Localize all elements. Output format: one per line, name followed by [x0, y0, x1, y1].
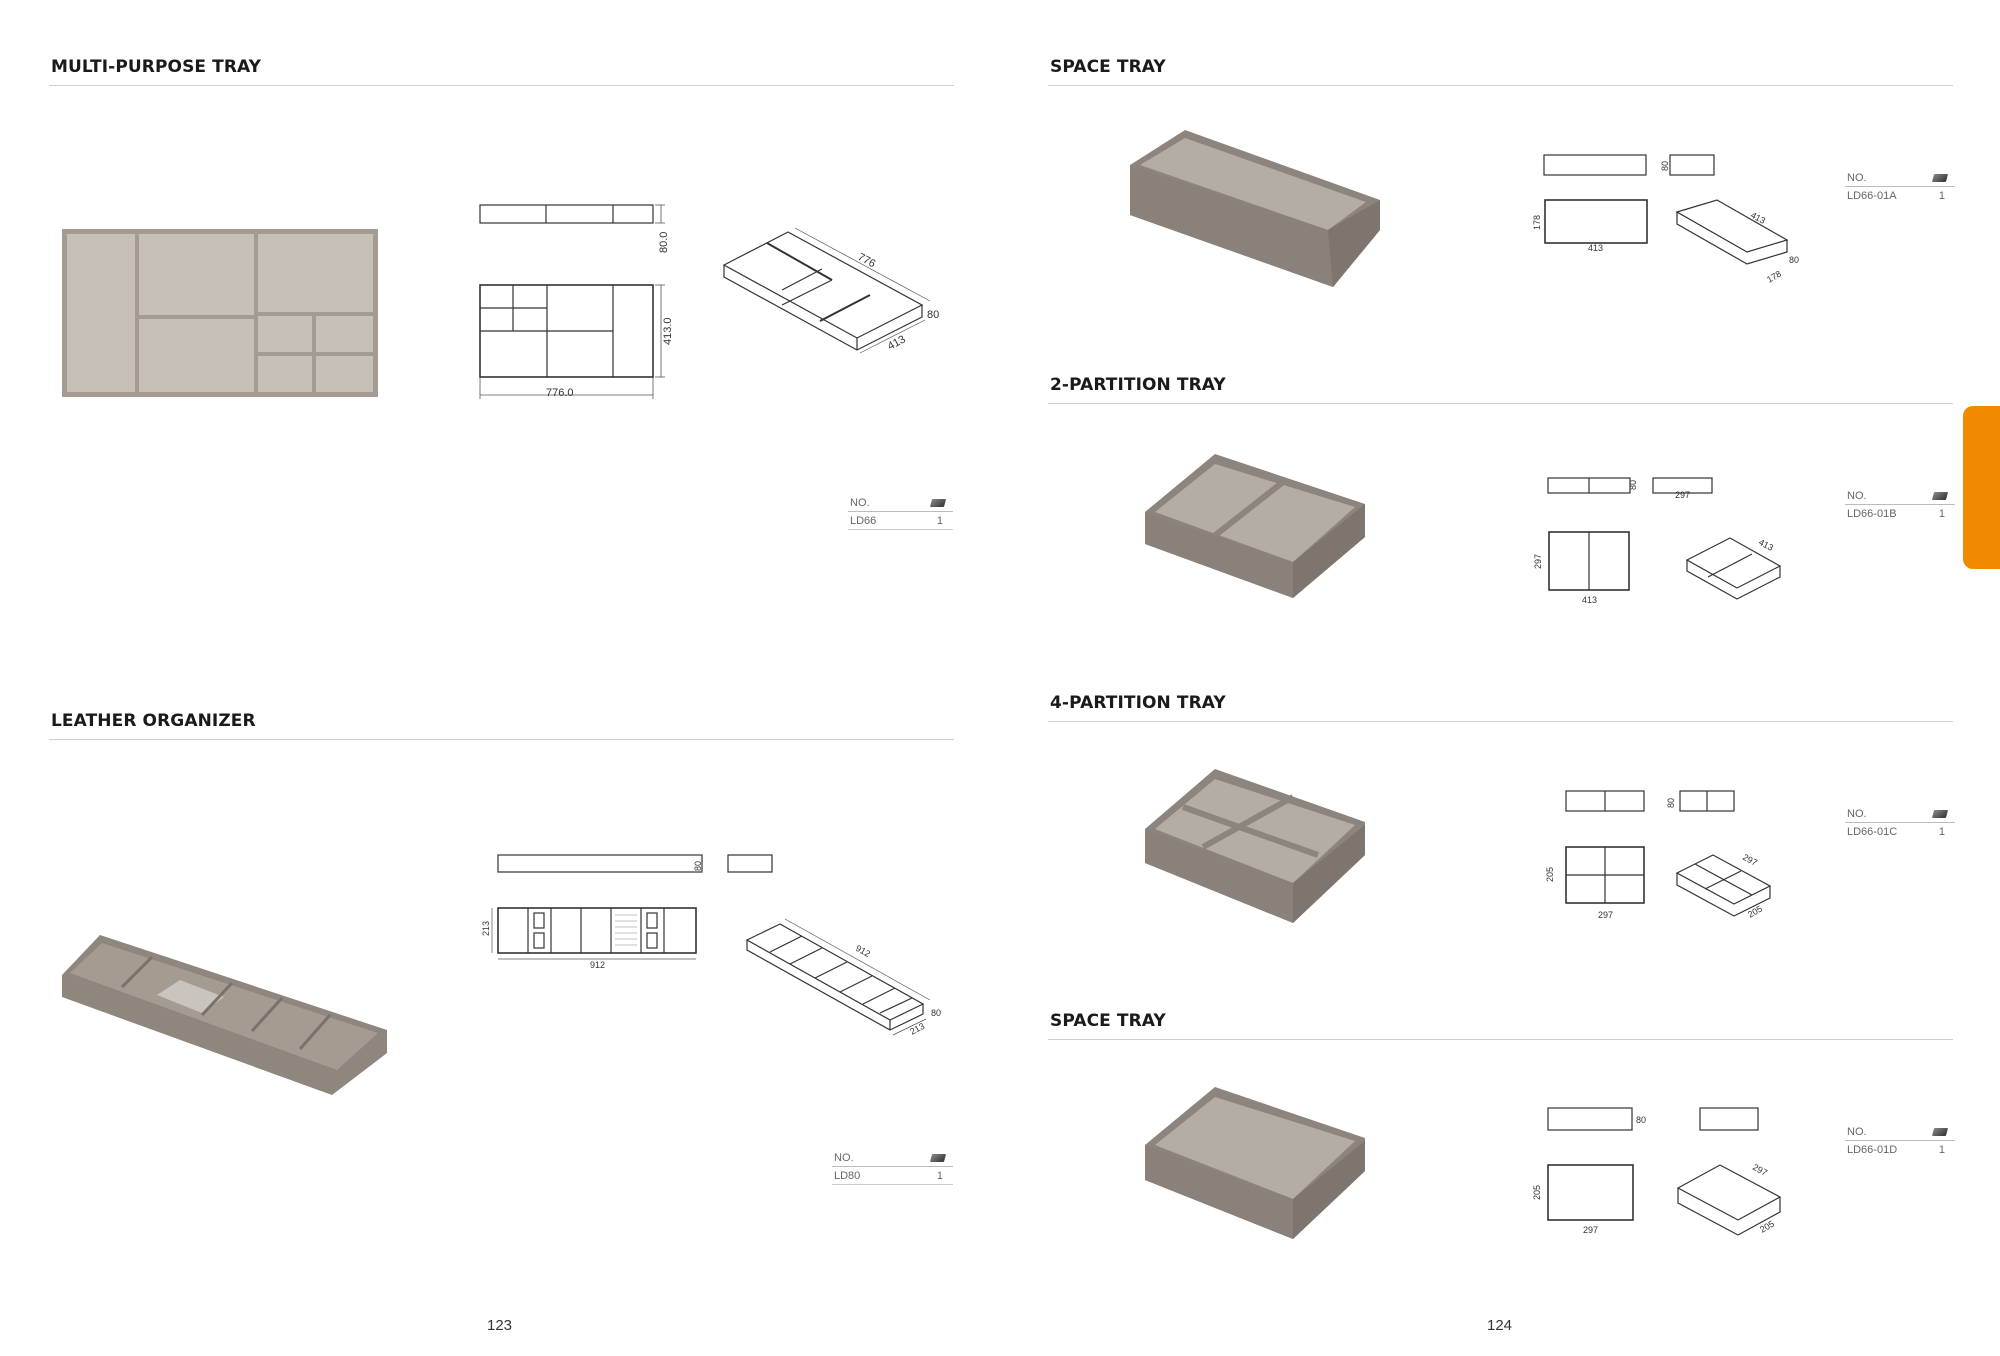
svg-text:413: 413 [1588, 243, 1603, 253]
svg-text:80: 80 [927, 309, 939, 321]
svg-text:80: 80 [1628, 480, 1638, 490]
section-divider [1048, 403, 1953, 404]
leather-organizer-photo [62, 935, 387, 1095]
4-partition-tray-drawing: 80 205 297 297 205 [1545, 790, 1772, 920]
svg-text:80.0: 80.0 [658, 232, 670, 253]
block-icon [929, 499, 947, 507]
spec-header-no: NO. [834, 1152, 854, 1164]
spec-header-no: NO. [1847, 1126, 1867, 1138]
svg-text:80: 80 [1789, 255, 1799, 265]
svg-text:80: 80 [693, 861, 703, 871]
section-title-multi-purpose-tray: MULTI-PURPOSE TRAY [51, 57, 262, 77]
section-title-2-partition-tray: 2-PARTITION TRAY [1050, 375, 1226, 395]
svg-text:205: 205 [1545, 867, 1555, 882]
space-tray-d-drawing: 80 205 297 297 205 [1532, 1107, 1782, 1236]
chapter-tab [1963, 406, 2000, 569]
svg-text:297: 297 [1675, 490, 1690, 500]
svg-text:178: 178 [1765, 269, 1783, 285]
multi-purpose-tray-photo [62, 229, 378, 397]
svg-text:297: 297 [1533, 554, 1543, 569]
leather-organizer-iso: 912 80 213 [745, 918, 941, 1037]
section-title-space-tray-d: SPACE TRAY [1050, 1011, 1166, 1031]
space-tray-d-photo [1145, 1087, 1365, 1239]
spec-table-ld66-01a: NO. LD66-01A 1 [1845, 170, 1955, 204]
svg-text:213: 213 [908, 1021, 926, 1037]
spec-code: LD66-01D [1847, 1143, 1898, 1156]
section-title-leather-organizer: LEATHER ORGANIZER [51, 711, 256, 731]
4-partition-tray-photo [1145, 769, 1365, 923]
spec-header-no: NO. [1847, 490, 1867, 502]
spec-qty: 1 [936, 514, 943, 527]
block-icon [1931, 174, 1949, 182]
svg-text:297: 297 [1598, 910, 1613, 920]
spec-qty: 1 [1938, 189, 1945, 202]
svg-text:912: 912 [854, 943, 872, 959]
spec-table-ld66-01b: NO. LD66-01B 1 [1845, 488, 1955, 522]
svg-text:297: 297 [1741, 852, 1759, 868]
multi-purpose-tray-iso: 776 80 413 [722, 227, 939, 354]
section-title-space-tray-a: SPACE TRAY [1050, 57, 1166, 77]
svg-text:80: 80 [1660, 161, 1670, 171]
svg-text:413.0: 413.0 [662, 317, 674, 345]
spec-qty: 1 [1938, 507, 1945, 520]
svg-text:776.0: 776.0 [546, 387, 574, 399]
svg-text:205: 205 [1758, 1219, 1776, 1235]
block-icon [1931, 1128, 1949, 1136]
svg-text:213: 213 [481, 921, 491, 936]
svg-text:413: 413 [886, 333, 908, 352]
space-tray-a-photo [1130, 130, 1380, 287]
spec-qty: 1 [1938, 825, 1945, 838]
svg-text:80: 80 [931, 1008, 941, 1018]
svg-text:413: 413 [1757, 537, 1775, 553]
section-divider [49, 85, 954, 86]
spec-table-ld66-01c: NO. LD66-01C 1 [1845, 806, 1955, 840]
svg-text:413: 413 [1749, 210, 1767, 226]
svg-text:205: 205 [1746, 904, 1764, 920]
svg-text:80: 80 [1666, 798, 1676, 808]
spec-table-ld80: NO. LD80 1 [832, 1150, 953, 1185]
section-divider [49, 739, 954, 740]
spec-header-no: NO. [850, 497, 870, 509]
spec-table-ld66: NO. LD66 1 [848, 495, 953, 530]
section-divider [1048, 721, 1953, 722]
2-partition-tray-photo [1145, 454, 1365, 598]
svg-text:413: 413 [1582, 595, 1597, 605]
spec-qty: 1 [1938, 1143, 1945, 1156]
svg-text:80: 80 [1636, 1115, 1646, 1125]
spec-header-no: NO. [1847, 172, 1867, 184]
block-icon [1931, 810, 1949, 818]
block-icon [929, 1154, 947, 1162]
multi-purpose-tray-drawing: 80.0 413.0 776.0 [479, 204, 674, 399]
svg-text:297: 297 [1583, 1225, 1598, 1235]
spec-code: LD66-01B [1847, 507, 1897, 520]
spec-qty: 1 [936, 1169, 943, 1182]
spec-table-ld66-01d: NO. LD66-01D 1 [1845, 1124, 1955, 1158]
leather-organizer-drawing: 213 912 80 [481, 854, 773, 970]
section-divider [1048, 1039, 1953, 1040]
svg-text:776: 776 [856, 251, 878, 270]
block-icon [1931, 492, 1949, 500]
svg-text:205: 205 [1532, 1185, 1542, 1200]
svg-text:178: 178 [1532, 215, 1542, 230]
section-title-4-partition-tray: 4-PARTITION TRAY [1050, 693, 1226, 713]
spec-code: LD80 [834, 1169, 861, 1182]
spec-code: LD66-01C [1847, 825, 1898, 838]
page-number-left: 123 [487, 1317, 513, 1334]
spec-code: LD66 [850, 514, 877, 527]
spec-code: LD66-01A [1847, 189, 1897, 202]
spec-header-no: NO. [1847, 808, 1867, 820]
space-tray-a-drawing: 80 178 413 413 80 178 [1532, 154, 1799, 285]
2-partition-tray-drawing: 80 297 297 413 413 [1533, 477, 1782, 605]
page-number-right: 124 [1487, 1317, 1513, 1334]
section-divider [1048, 85, 1953, 86]
svg-text:912: 912 [590, 960, 605, 970]
svg-text:297: 297 [1751, 1162, 1769, 1178]
